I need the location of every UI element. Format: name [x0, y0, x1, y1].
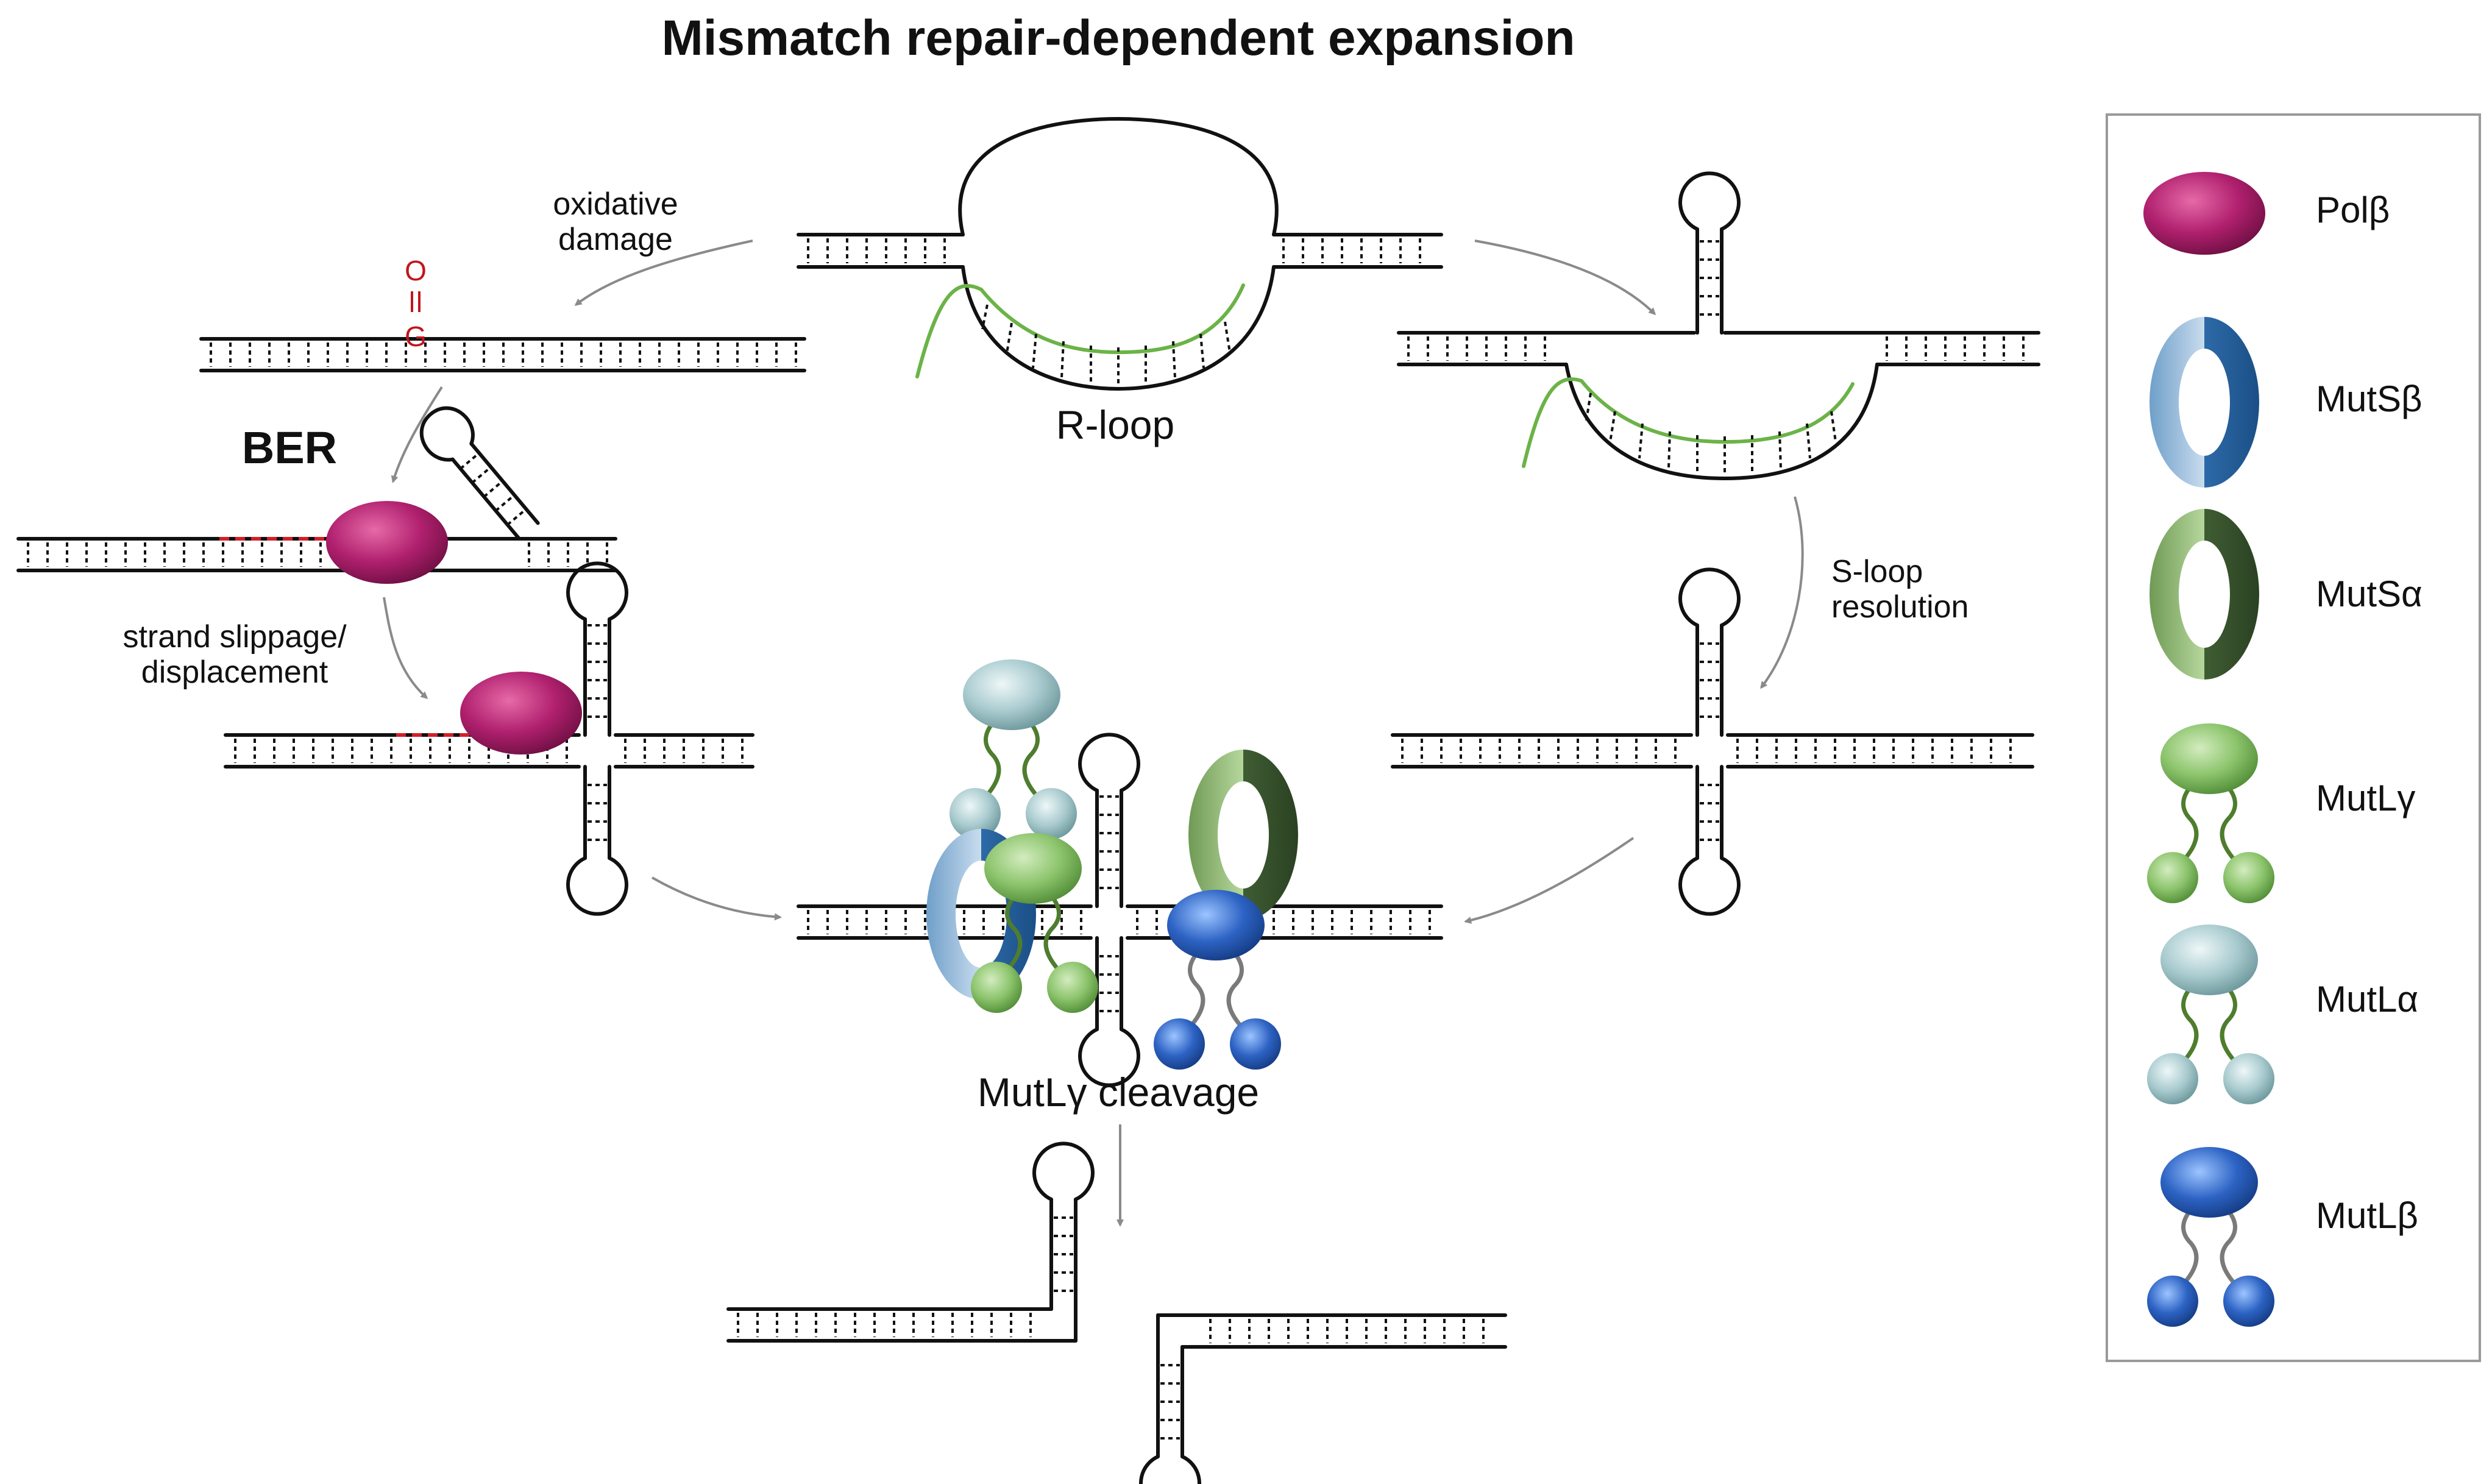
dsdna-segment	[1875, 331, 2040, 366]
rloop-hybrid-rungs	[981, 304, 1231, 386]
arrow-left-to-center	[651, 876, 782, 921]
dsdna-segment	[199, 337, 806, 372]
dna-hairpin	[1025, 1141, 1095, 1343]
polb-at-ber	[326, 501, 448, 584]
ber-label: BER	[242, 422, 337, 473]
legend-box	[2106, 113, 2481, 1362]
legend-label-mutl-gamma: MutLγ	[2316, 778, 2415, 818]
arrow-to-oxidative-damage	[574, 240, 753, 306]
left-cruciform-dna	[224, 561, 754, 916]
dsdna-segment	[1199, 1313, 1507, 1349]
dna-hairpin	[1678, 765, 1741, 916]
dsdna-segment	[614, 733, 754, 769]
dna-hairpin	[1078, 936, 1140, 1087]
dsdna-segment	[16, 537, 331, 572]
dna-hairpin	[1678, 171, 1741, 335]
oxidative-damage-label-line2: damage	[558, 222, 673, 257]
s-loop-resolution-label-line1: S-loop	[1831, 554, 1923, 589]
polb-ellipse-icon	[2143, 172, 2265, 255]
dna-hairpin	[1078, 733, 1140, 908]
mutl-alpha-complex	[950, 659, 1077, 839]
dsdna-segment	[517, 537, 617, 572]
dna-hairpin	[566, 765, 628, 916]
dsdna-segment	[797, 233, 965, 269]
strand-slippage-label-line2: displacement	[141, 655, 328, 690]
dsdna-segment	[1397, 331, 1568, 366]
dsdna-segment	[1391, 733, 1693, 769]
s-loop-structure	[1397, 171, 2040, 481]
arrow-to-ber	[391, 386, 443, 483]
dsdna-segment	[1726, 733, 2034, 769]
legend-label-mutl-beta: MutLβ	[2316, 1195, 2418, 1236]
arrow-to-strand-slippage	[383, 597, 428, 700]
mutl-gamma-cleavage-label: MutLγ cleavage	[978, 1070, 1259, 1115]
guanine-label: G	[405, 321, 427, 352]
ber-dna	[16, 406, 617, 584]
s-loop-resolution-label-line2: resolution	[1831, 589, 1968, 625]
oxidized-dna: O G	[199, 255, 806, 372]
legend-label-mutl-alpha: MutLα	[2316, 979, 2418, 1020]
cleaved-product-dna	[726, 1141, 1507, 1484]
r-loop-structure: R-loop	[797, 116, 1443, 447]
right-cruciform-dna	[1391, 567, 2034, 916]
s-loop-hybrid-rungs	[1585, 392, 1837, 475]
arrow-right-to-center	[1464, 837, 1635, 924]
arrow-s-loop-resolution	[1760, 496, 1804, 689]
mutl-beta-complex	[1154, 890, 1281, 1070]
dna-hairpin	[1139, 1313, 1215, 1484]
legend-label-muts-alpha: MutSα	[2316, 573, 2423, 614]
dna-hairpin	[1678, 567, 1741, 737]
legend: Polβ MutSβ MutSα MutLγ MutLα MutLβ	[2106, 113, 2481, 1362]
oxidative-damage-label-line1: oxidative	[553, 186, 678, 222]
page-title: Mismatch repair-dependent expansion	[661, 10, 1575, 66]
legend-label-polb: Polβ	[2316, 190, 2390, 230]
legend-label-muts-beta: MutSβ	[2316, 378, 2423, 419]
polb-at-slippage	[460, 672, 582, 754]
dna-hairpin	[566, 561, 628, 737]
center-mmr-complex: MutLγ cleavage	[797, 659, 1443, 1115]
strand-slippage-label-line1: strand slippage/	[122, 619, 347, 655]
dsdna-segment	[1272, 233, 1443, 269]
dsdna-segment	[726, 1307, 1041, 1343]
r-loop-label: R-loop	[1056, 402, 1174, 447]
arrow-to-s-loop	[1474, 240, 1656, 316]
oxo-label: O	[405, 255, 427, 286]
